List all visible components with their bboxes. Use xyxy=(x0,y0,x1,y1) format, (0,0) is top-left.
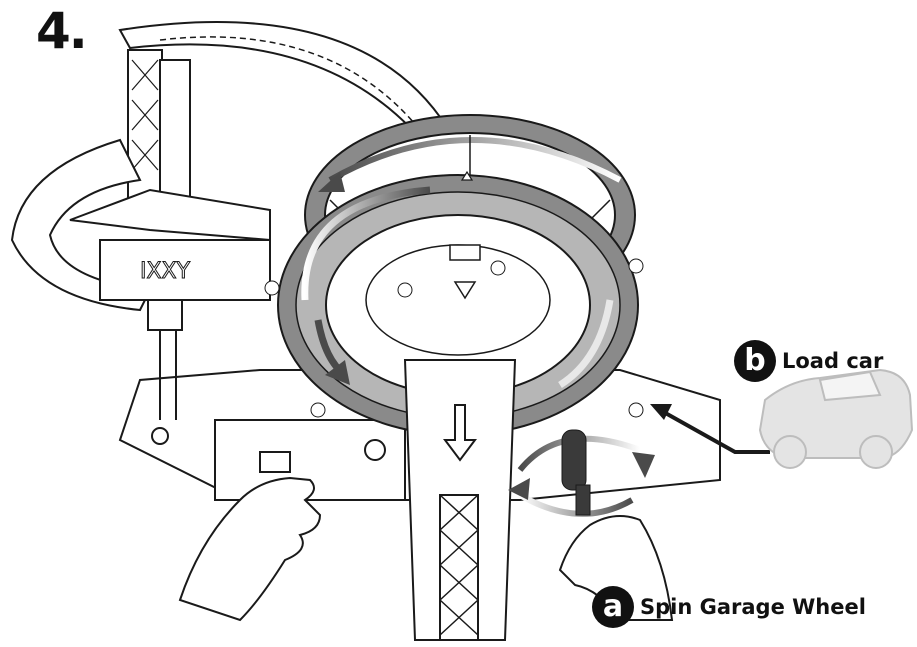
callout-spin-wheel: a Spin Garage Wheel xyxy=(592,586,866,628)
crank-handle xyxy=(508,429,655,517)
decal-text: IXXY xyxy=(140,259,191,284)
step-number: 4. xyxy=(36,2,88,60)
load-car-indicator xyxy=(650,404,770,454)
garage-wheel-front xyxy=(264,170,644,436)
exit-ramp xyxy=(403,359,517,641)
callout-b-badge: b xyxy=(734,340,776,382)
toy-car xyxy=(758,368,914,469)
callout-a-badge: a xyxy=(592,586,634,628)
callout-load-car: b Load car xyxy=(734,340,883,382)
left-hand xyxy=(178,476,322,622)
callout-a-label: Spin Garage Wheel xyxy=(640,595,866,619)
callout-b-label: Load car xyxy=(782,349,884,373)
spiral-ramp xyxy=(10,138,271,312)
